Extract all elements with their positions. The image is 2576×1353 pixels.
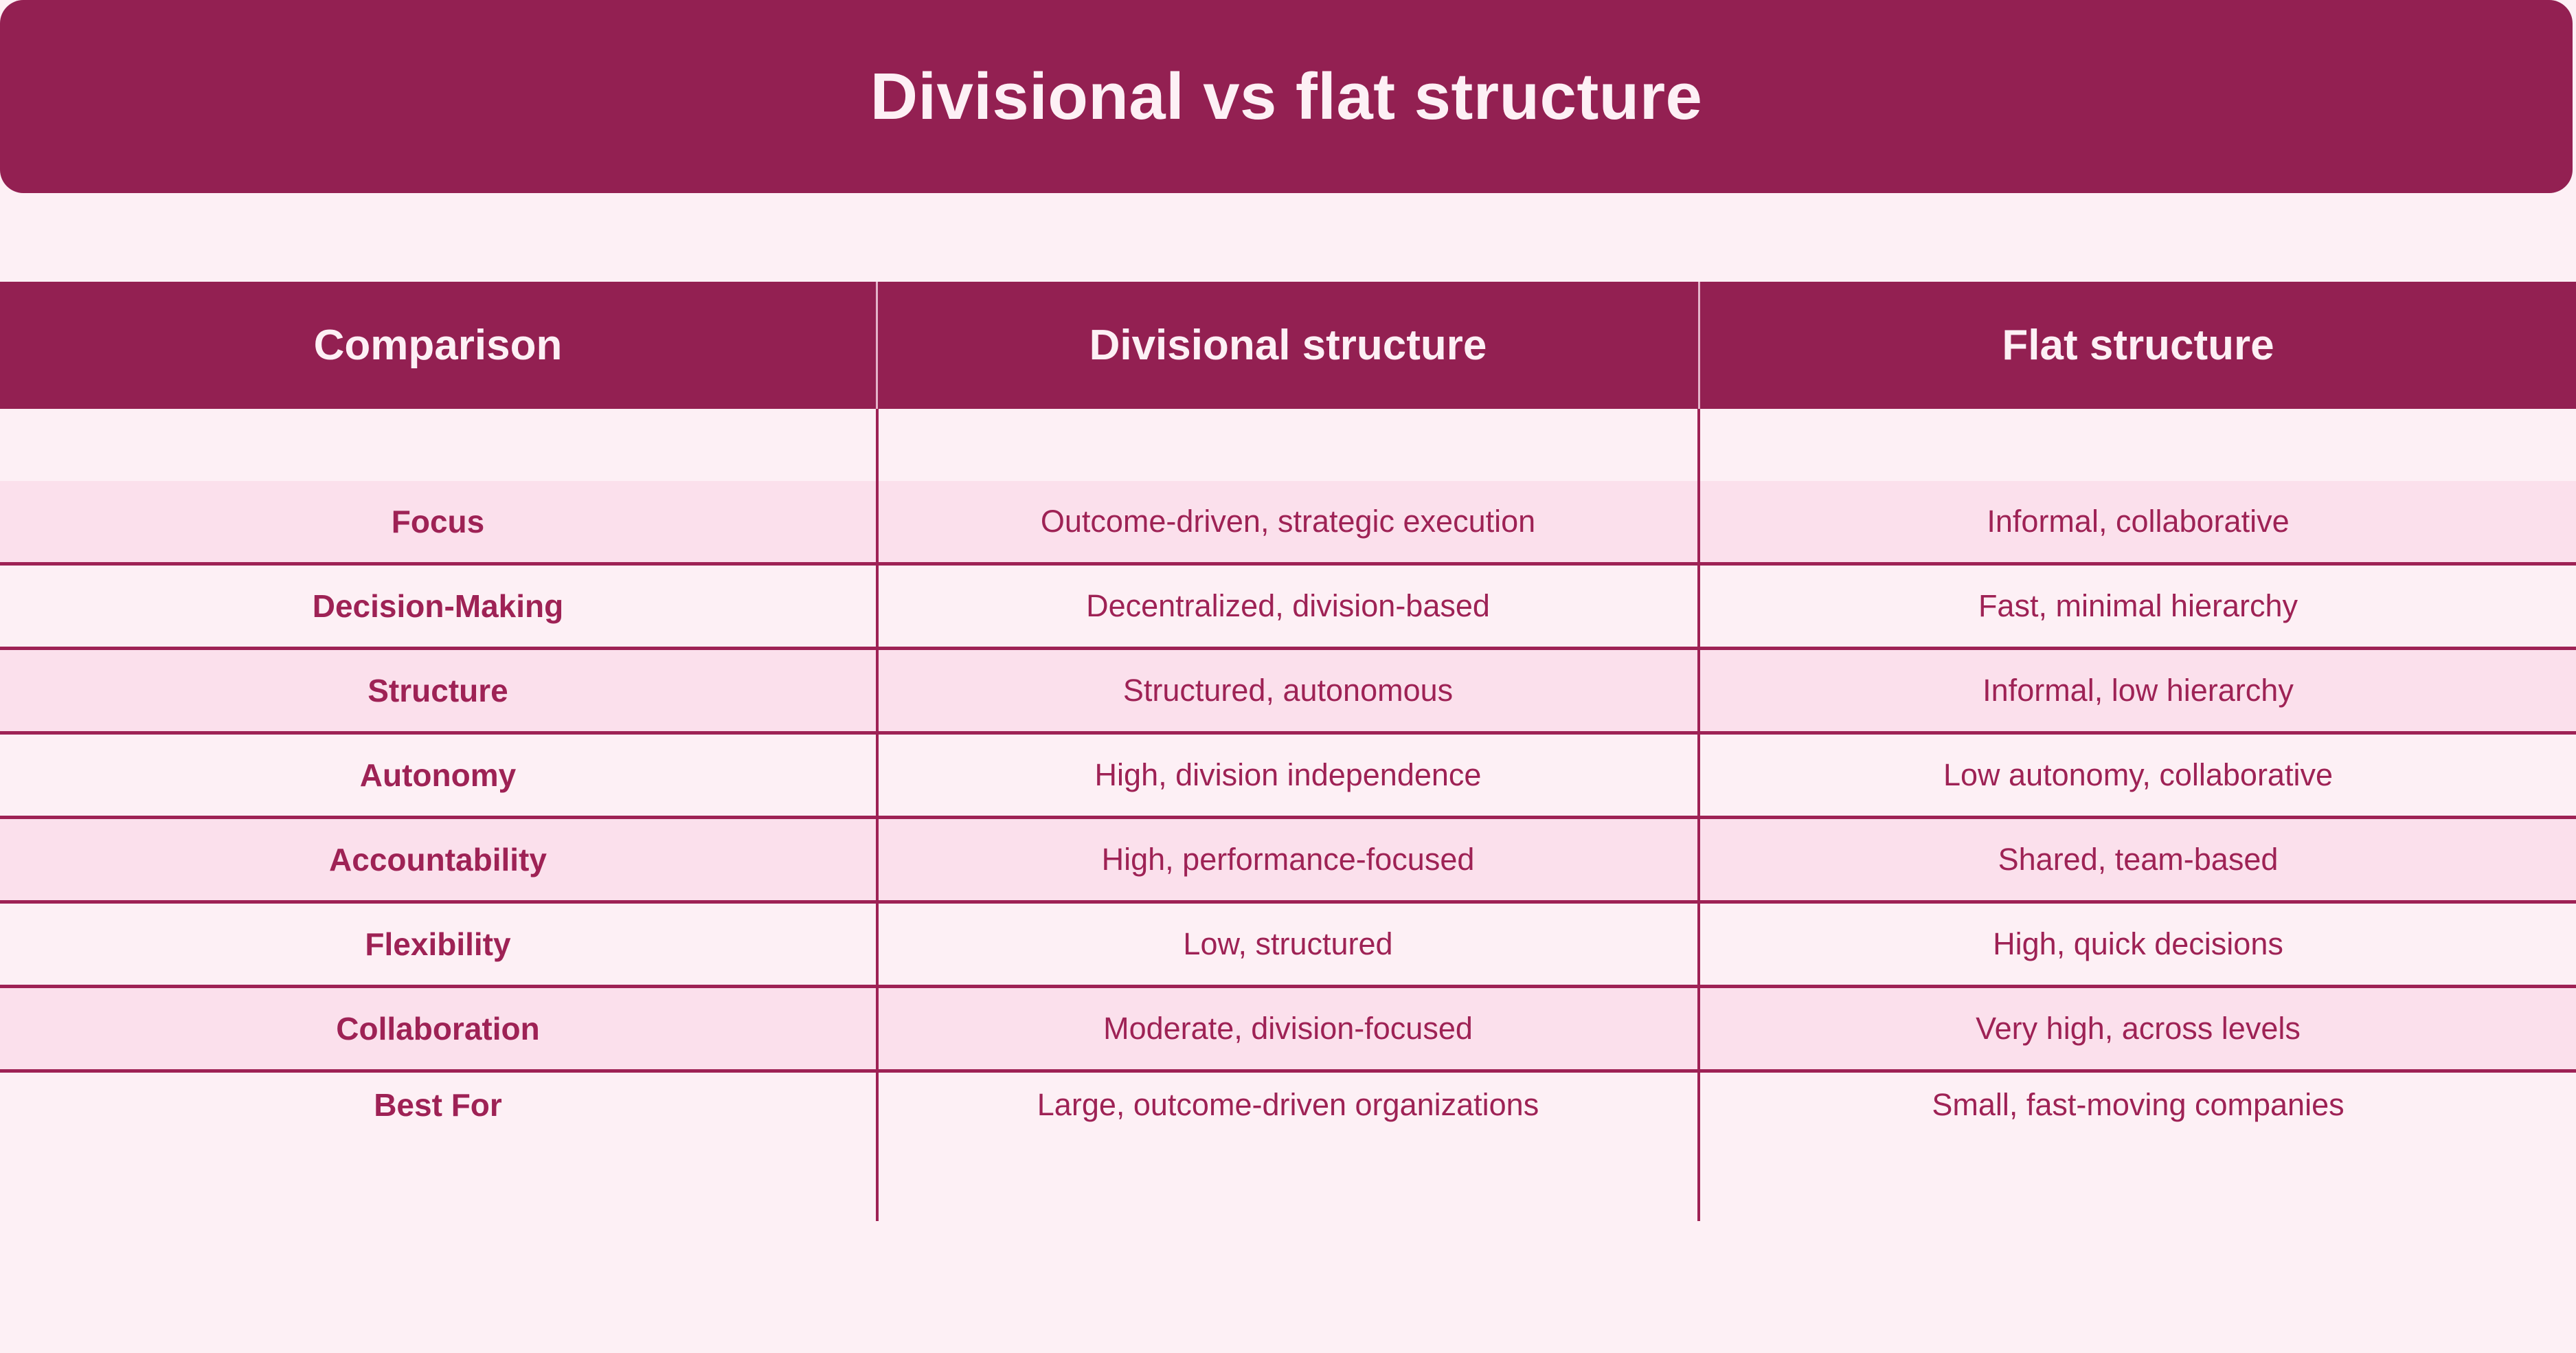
row-value-flat: Informal, collaborative [1987,504,2290,539]
row-label: Autonomy [359,757,517,793]
table-spacer-row [0,409,2576,481]
spacer-cell-flat [1700,409,2576,481]
row-value-flat: Very high, across levels [1976,1011,2301,1047]
row-value-flat: High, quick decisions [1993,926,2283,962]
table-row: Flexibility Low, structured High, quick … [0,904,2576,988]
table-row: Structure Structured, autonomous Informa… [0,650,2576,735]
row-label: Accountability [329,841,547,877]
column-header-comparison: Comparison [313,321,563,369]
row-value-divisional: High, performance-focused [876,819,1700,900]
table-row: Decision-Making Decentralized, division-… [0,566,2576,650]
row-value-divisional: Low, structured [876,904,1700,985]
row-value-divisional: Decentralized, division-based [876,566,1700,647]
column-header-flat-structure: Flat structure [2002,321,2274,369]
row-value-divisional: High, division independence [876,735,1700,816]
row-label: Decision-Making [312,588,564,624]
row-value-flat: Small, fast-moving companies [1932,1087,2345,1122]
row-label: Best For [374,1087,502,1123]
spacer-cell-divisional [876,409,1700,481]
row-label: Flexibility [365,926,511,962]
table-row: Focus Outcome-driven, strategic executio… [0,481,2576,566]
row-value-divisional: Large, outcome-driven organizations [876,1073,1700,1221]
row-value-divisional: Structured, autonomous [876,650,1700,731]
row-value-flat: Informal, low hierarchy [1982,673,2294,708]
row-value-flat: Fast, minimal hierarchy [1978,588,2298,624]
row-value-flat: Shared, team-based [1998,842,2279,877]
spacer-cell-comparison [0,409,876,481]
comparison-table: Comparison Divisional structure Flat str… [0,282,2576,1221]
table-row: Collaboration Moderate, division-focused… [0,988,2576,1073]
row-label: Structure [368,672,508,708]
column-header-divisional-structure: Divisional structure [876,282,1700,409]
row-label: Focus [391,503,485,539]
row-value-divisional: Moderate, division-focused [876,988,1700,1069]
row-value-divisional: Outcome-driven, strategic execution [876,481,1700,562]
row-value-flat: Low autonomy, collaborative [1943,757,2333,793]
table-header-row: Comparison Divisional structure Flat str… [0,282,2576,409]
table-row: Best For Large, outcome-driven organizat… [0,1073,2576,1221]
page-title: Divisional vs flat structure [870,59,1703,133]
title-banner: Divisional vs flat structure [0,0,2573,193]
row-label: Collaboration [336,1010,540,1047]
table-row: Autonomy High, division independence Low… [0,735,2576,819]
table-row: Accountability High, performance-focused… [0,819,2576,904]
